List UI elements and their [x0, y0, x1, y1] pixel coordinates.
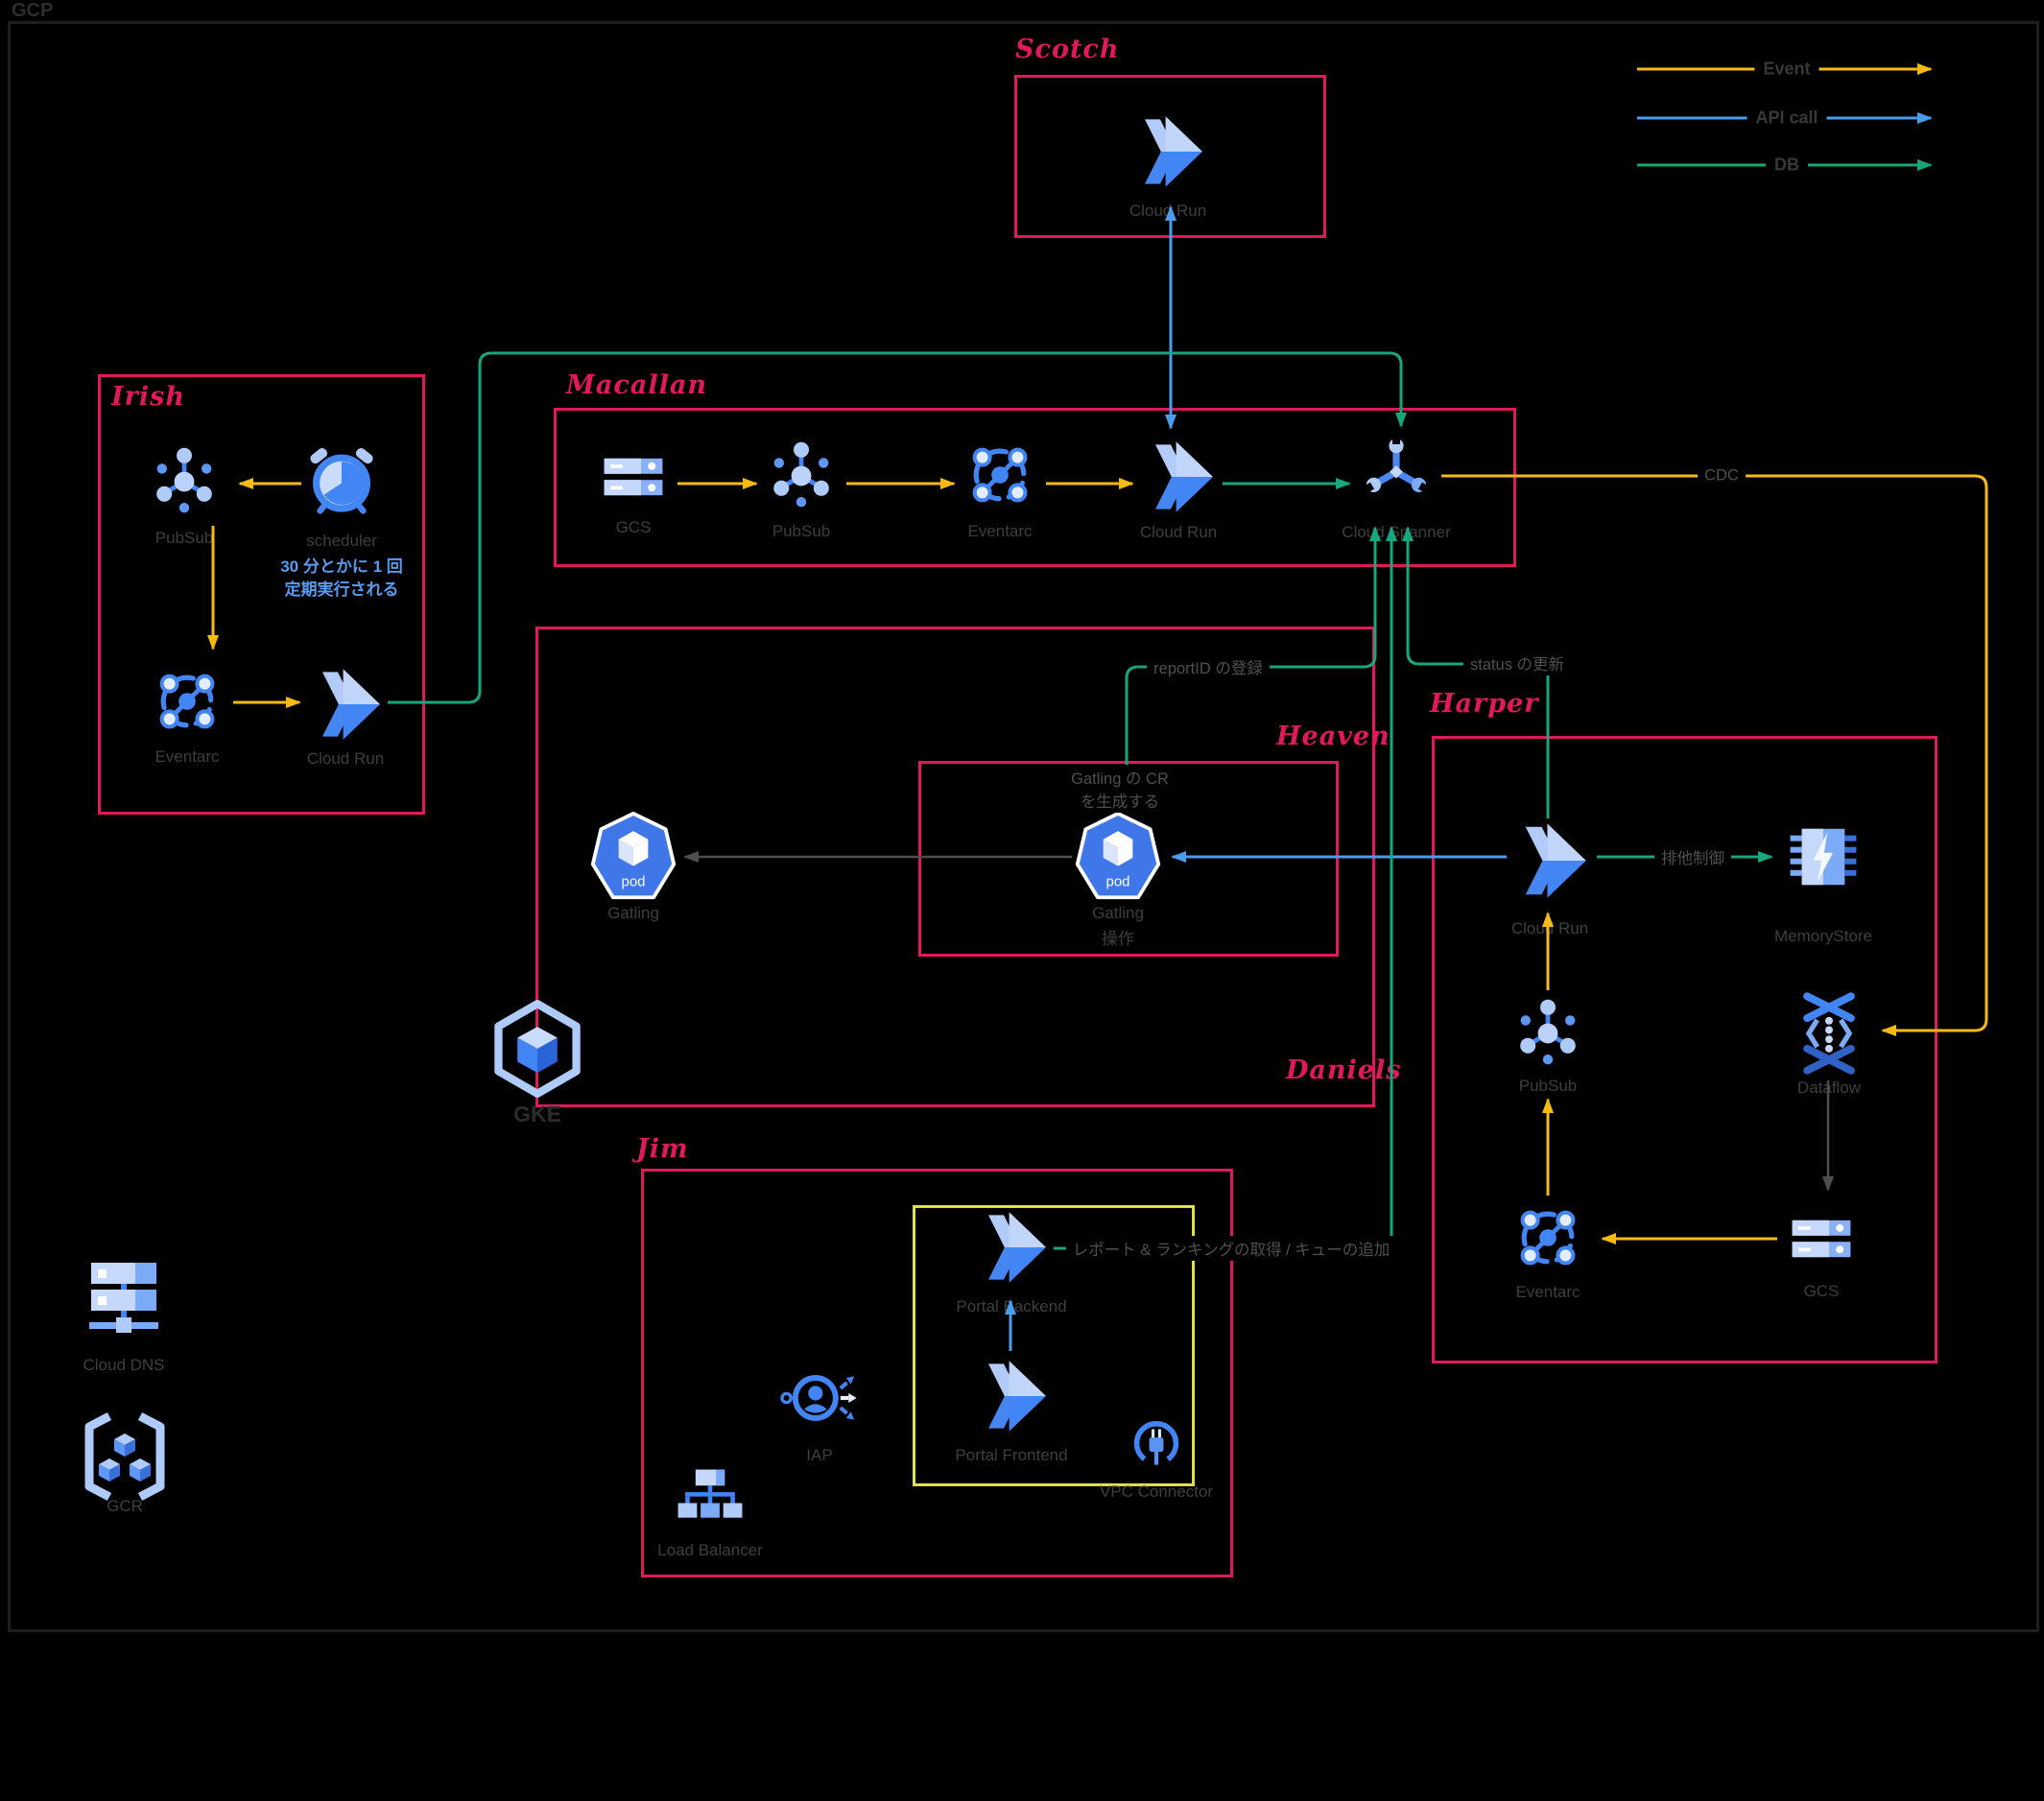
pod-badge: pod [1105, 873, 1130, 890]
arrow-irish-cloudrun-to-spanner[interactable] [388, 351, 1407, 704]
label-harper-cloud-run: Cloud Run [1510, 919, 1589, 937]
memorystore-icon[interactable] [1782, 816, 1865, 898]
label-harper-pubsub: PubSub [1518, 1077, 1578, 1095]
gcs-icon[interactable] [595, 438, 672, 515]
gcr-icon[interactable] [77, 1409, 173, 1505]
report-ranking-annotation: レポート & ランキングの取得 / キューの追加 [1065, 1236, 1397, 1261]
group-label-irish: Irish [111, 382, 185, 412]
portal-inner-box[interactable] [913, 1205, 1195, 1486]
label-load-balancer: Load Balancer [657, 1541, 763, 1559]
gatling-cr-annotation-line1: Gatling の CR [1064, 765, 1176, 790]
label-gcr: GCR [107, 1497, 143, 1515]
scheduler-icon[interactable] [303, 443, 380, 520]
vpc-connector-icon[interactable] [1127, 1417, 1186, 1477]
legend-db-label: DB [1766, 154, 1808, 177]
cdc-annotation: CDC [1698, 465, 1746, 486]
pubsub-icon[interactable] [146, 443, 223, 520]
group-box-irish[interactable] [98, 374, 425, 815]
label-irish-pubsub: PubSub [154, 529, 214, 547]
pod-badge: pod [621, 873, 646, 890]
label-irish-eventarc: Eventarc [154, 747, 220, 766]
note-scheduler-interval-line1: 30 分とかに 1 回 [280, 557, 403, 576]
portal-backend-cloud-run-icon[interactable] [973, 1209, 1050, 1286]
label-macallan-eventarc: Eventarc [967, 522, 1033, 540]
cloud-run-icon[interactable] [1509, 820, 1590, 901]
group-box-macallan[interactable] [554, 408, 1516, 567]
eventarc-icon[interactable] [149, 663, 226, 740]
arrow-cdc-spanner-to-dataflow[interactable] [1441, 474, 1988, 1036]
iap-icon[interactable] [779, 1358, 860, 1438]
label-macallan-gcs: GCS [615, 518, 652, 536]
label-macallan-cloud-run: Cloud Run [1139, 523, 1218, 541]
group-box-harper[interactable] [1432, 736, 1937, 1363]
group-box-daniels[interactable] [535, 627, 1375, 1107]
label-heaven-gatling: Gatling [1092, 904, 1144, 922]
label-irish-cloud-run: Cloud Run [306, 749, 385, 768]
group-label-jim: Jim [636, 1134, 689, 1164]
cloud-run-icon[interactable] [1140, 438, 1217, 515]
label-daniels-gatling: Gatling [607, 904, 659, 922]
label-macallan-pubsub: PubSub [772, 522, 831, 540]
label-iap: IAP [806, 1446, 833, 1464]
cloud-spanner-icon[interactable] [1358, 437, 1435, 513]
gcp-label: GCP [12, 0, 54, 21]
label-memorystore: MemoryStore [1773, 927, 1873, 945]
label-vpc-connector: VPC Connector [1099, 1482, 1214, 1501]
exclusive-control-annotation: 排他制御 [1654, 844, 1731, 869]
label-heaven-gatling-sub: 操作 [1102, 930, 1134, 948]
group-label-harper: Harper [1430, 689, 1539, 719]
group-label-heaven: Heaven [1276, 722, 1390, 751]
label-cloud-dns: Cloud DNS [83, 1356, 165, 1374]
label-gke: GKE [513, 1102, 561, 1126]
portal-frontend-cloud-run-icon[interactable] [973, 1358, 1050, 1434]
gcp-boundary-box[interactable] [8, 21, 2039, 1632]
cloud-run-icon[interactable] [307, 666, 384, 743]
label-harper-eventarc: Eventarc [1515, 1283, 1581, 1301]
pubsub-icon[interactable] [1509, 995, 1586, 1072]
eventarc-icon[interactable] [962, 437, 1038, 513]
cloud-run-icon[interactable] [1129, 113, 1206, 190]
note-scheduler-interval-line2: 定期実行される [284, 581, 399, 599]
load-balancer-icon[interactable] [674, 1465, 747, 1538]
gke-icon[interactable] [487, 999, 587, 1099]
group-box-heaven[interactable] [918, 761, 1339, 957]
cloud-dns-icon[interactable] [76, 1253, 172, 1349]
report-id-annotation: reportID の登録 [1147, 654, 1270, 679]
group-label-daniels: Daniels [1286, 1055, 1402, 1085]
status-update-annotation: status の更新 [1462, 651, 1572, 675]
legend-event-label: Event [1754, 58, 1819, 81]
group-label-scotch: Scotch [1015, 35, 1120, 64]
eventarc-icon[interactable] [1509, 1199, 1586, 1276]
group-box-jim[interactable] [641, 1169, 1233, 1577]
label-harper-gcs: GCS [1803, 1282, 1840, 1300]
label-portal-frontend: Portal Frontend [955, 1446, 1068, 1464]
label-irish-scheduler: scheduler [306, 532, 377, 550]
group-label-macallan: Macallan [566, 370, 707, 400]
pubsub-icon[interactable] [763, 438, 840, 514]
gatling-cr-annotation-line2: を生成する [1073, 788, 1167, 813]
gcs-icon[interactable] [1783, 1200, 1860, 1277]
dataflow-icon[interactable] [1787, 991, 1871, 1076]
legend-api-call-label: API call [1747, 107, 1827, 130]
